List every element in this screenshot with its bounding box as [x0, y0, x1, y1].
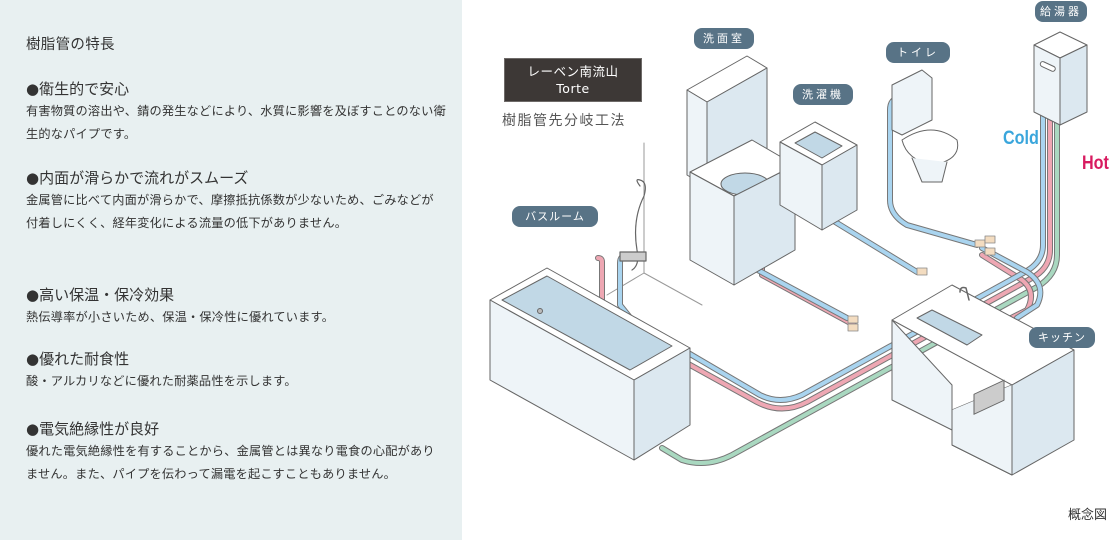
diagram-illustration [489, 31, 1088, 476]
feature-insulation: ●高い保温・保冷効果 熱伝導率が小さいため、保温・保冷性に優れています。 [26, 284, 446, 329]
features-panel: 樹脂管の特長 ●衛生的で安心 有害物質の溶出や、錆の発生などにより、水質に影響を… [0, 0, 462, 540]
feature-heading: ●優れた耐食性 [26, 350, 130, 368]
feature-body: 酸・アルカリなどに優れた耐薬品性を示します。 [26, 374, 297, 388]
feature-heading: ●高い保温・保冷効果 [26, 286, 175, 304]
feature-corrosion: ●優れた耐食性 酸・アルカリなどに優れた耐薬品性を示します。 [26, 348, 446, 393]
room-floor-lines [606, 142, 703, 306]
feature-hygienic: ●衛生的で安心 有害物質の溶出や、錆の発生などにより、水質に影響を及ぼすことのな… [26, 78, 446, 146]
brand-subname: Torte [556, 81, 590, 96]
tag-washer: 洗濯機 [793, 84, 853, 105]
feature-body: 有害物質の溶出や、錆の発生などにより、水質に影響を及ぼすことのない衛生的なパイプ… [26, 104, 446, 141]
tag-toilet: トイレ [886, 42, 950, 63]
tag-kitchen: キッチン [1029, 327, 1095, 348]
cold-label: Cold [1003, 128, 1039, 149]
pipe-joints [847, 235, 996, 332]
tag-bathroom: バスルーム [512, 206, 598, 227]
tag-water-heater: 給湯器 [1035, 1, 1087, 22]
feature-body: 金属管に比べて内面が滑らかで、摩擦抵抗係数が少ないため、ごみなどが付着しにくく、… [26, 193, 434, 230]
brand-name: レーベン南流山 [527, 64, 619, 79]
plumbing-diagram: レーベン南流山 Torte 樹脂管先分岐工法 洗面室 洗濯機 トイレ 給湯器 バ… [462, 0, 1112, 540]
method-label: 樹脂管先分岐工法 [502, 113, 626, 129]
feature-electrical-insulation: ●電気絶縁性が良好 優れた電気絶縁性を有することから、金属管とは異なり電食の心配… [26, 418, 446, 486]
bathtub [489, 267, 691, 461]
concept-caption: 概念図 [1068, 508, 1108, 523]
hot-label: Hot [1082, 153, 1109, 174]
toilet [891, 69, 959, 183]
vanity [686, 55, 796, 286]
washing-machine [779, 121, 858, 231]
brand-box: レーベン南流山 Torte [504, 58, 642, 102]
feature-body: 優れた電気絶縁性を有することから、金属管とは異なり電食の心配がありません。また、… [26, 444, 435, 481]
feature-body: 熱伝導率が小さいため、保温・保冷性に優れています。 [26, 310, 335, 324]
feature-smooth-flow: ●内面が滑らかで流れがスムーズ 金属管に比べて内面が滑らかで、摩擦抵抗係数が少な… [26, 167, 446, 235]
tag-washroom: 洗面室 [694, 28, 754, 49]
feature-heading: ●電気絶縁性が良好 [26, 420, 160, 438]
kitchen-counter [891, 284, 1075, 476]
panel-title: 樹脂管の特長 [26, 37, 115, 53]
pipe-third [659, 112, 1060, 467]
feature-heading: ●内面が滑らかで流れがスムーズ [26, 169, 249, 187]
shower [619, 179, 647, 271]
feature-heading: ●衛生的で安心 [26, 80, 130, 98]
water-heater [1033, 31, 1088, 126]
